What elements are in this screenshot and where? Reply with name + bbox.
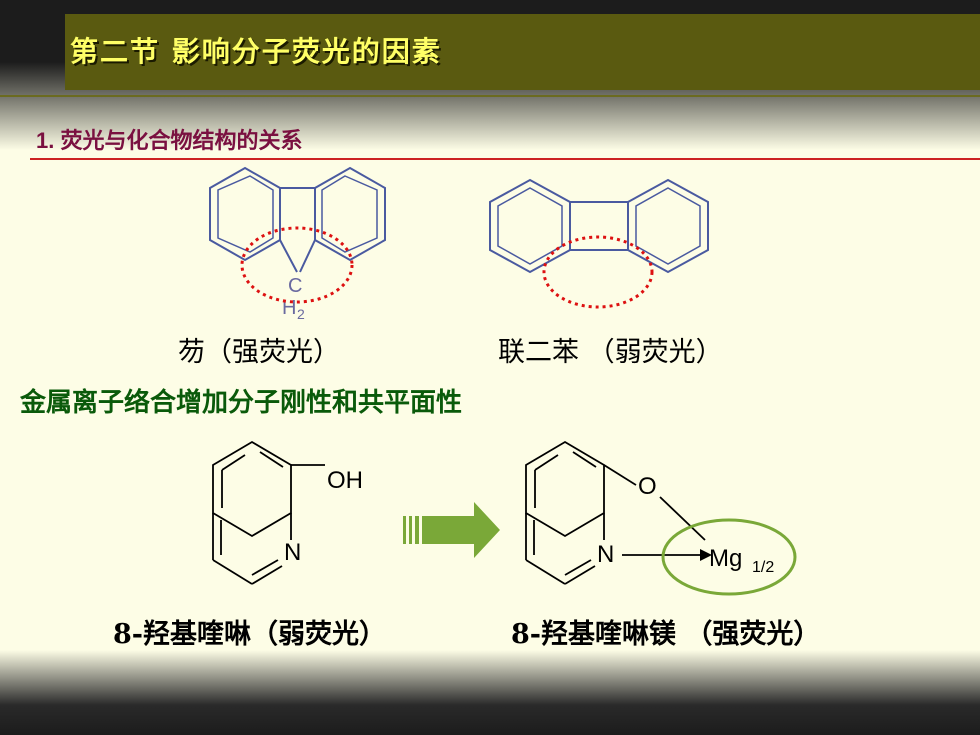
section-heading: 1. 荧光与化合物结构的关系 — [36, 128, 303, 153]
reaction-arrow — [403, 502, 500, 558]
mg-n: N — [597, 541, 614, 568]
fluorene-label: 芴（强荧光） — [178, 337, 340, 368]
fluorene-c: C — [288, 275, 302, 297]
fluorene-dotted-ring — [240, 226, 354, 304]
biphenyl-structure — [489, 178, 709, 274]
hydroxyquinoline-label: 8-羟基喹啉（弱荧光） — [113, 619, 386, 650]
hq-n: N — [284, 539, 301, 566]
hydroxyquinoline-structure — [212, 440, 325, 585]
coordination-arrowhead — [700, 549, 712, 561]
fluorene-structure — [209, 166, 386, 273]
metal-chelation-heading: 金属离子络合增加分子刚性和共平面性 — [20, 387, 463, 417]
slide-title: 第二节 影响分子荧光的因素 — [70, 35, 442, 68]
biphenyl-label: 联二苯 （弱荧光） — [498, 337, 723, 368]
mg-o: O — [638, 473, 657, 500]
mg-subscript: 1/2 — [752, 559, 774, 576]
title-bar — [65, 14, 980, 90]
biphenyl-dotted-ring — [542, 235, 654, 309]
mg-complex-structure — [525, 440, 706, 585]
title-divider — [0, 95, 980, 97]
mg-highlight-ellipse — [661, 518, 797, 596]
hq-oh: OH — [327, 467, 363, 494]
fluorene-h-sub: 2 — [297, 306, 305, 322]
section-divider — [30, 158, 980, 160]
mg-complex-label: 8-羟基喹啉镁 （强荧光） — [511, 619, 821, 650]
mg-symbol: Mg — [709, 545, 742, 572]
